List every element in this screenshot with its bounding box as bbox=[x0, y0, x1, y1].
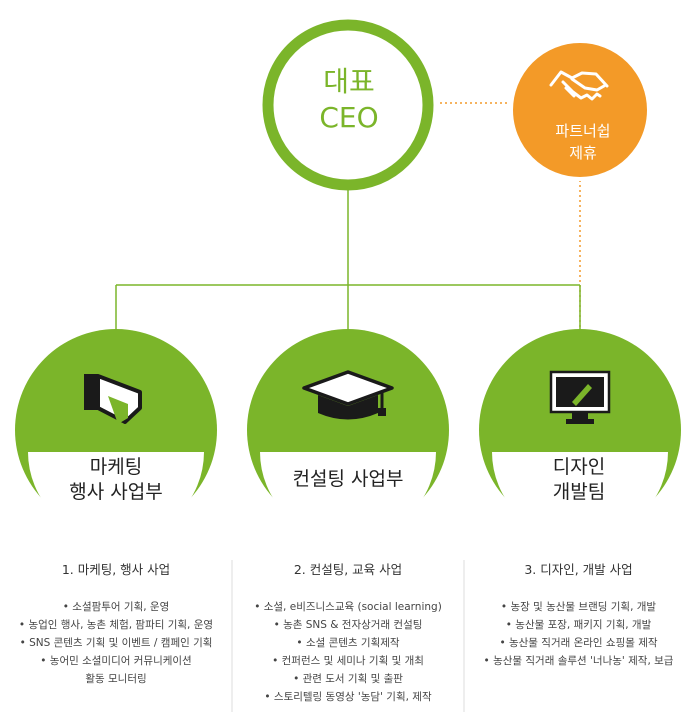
list-item: • 농업인 행사, 농촌 체험, 팜파티 기획, 운영 bbox=[18, 619, 214, 631]
ceo-circle bbox=[262, 19, 434, 191]
division-1-label-panel bbox=[28, 452, 204, 540]
list-item: • 소셜, e비즈니스교육 (social learning) bbox=[254, 601, 442, 613]
list-item: • 스토리텔링 동영상 '농담' 기획, 제작 bbox=[264, 691, 432, 703]
list-item: • 컨퍼런스 및 세미나 기획 및 개최 bbox=[272, 655, 424, 667]
megaphone-icon bbox=[84, 374, 142, 424]
list-item: • 농촌 SNS & 전자상거래 컨설팅 bbox=[273, 619, 423, 631]
list-item: • 소셜팜투어 기획, 운영 bbox=[62, 601, 170, 613]
column-1-list: • 소셜팜투어 기획, 운영 • 농업인 행사, 농촌 체험, 팜파티 기획, … bbox=[0, 598, 232, 688]
division-1-name-line2: 행사 사업부 bbox=[69, 481, 163, 503]
list-item: • 농산물 직거래 솔루션 '너나농' 제작, 보급 bbox=[483, 655, 674, 667]
ceo-title: 대표 bbox=[323, 65, 375, 98]
ceo-label: 대표 CEO bbox=[264, 64, 434, 136]
list-item: 활동 모니터링 bbox=[85, 673, 147, 685]
column-3-title: 3. 디자인, 개발 사업 bbox=[524, 562, 633, 577]
ceo-subtitle: CEO bbox=[319, 101, 379, 134]
column-marketing: 1. 마케팅, 행사 사업 • 소셜팜투어 기획, 운영 • 농업인 행사, 농… bbox=[0, 562, 232, 688]
list-item: • 농장 및 농산물 브랜딩 기획, 개발 bbox=[500, 601, 657, 613]
division-3-label-panel bbox=[492, 452, 668, 540]
column-1-title: 1. 마케팅, 행사 사업 bbox=[61, 562, 171, 577]
division-3-name: 디자인 bbox=[552, 456, 606, 478]
division-3-name-line2: 개발팀 bbox=[552, 481, 606, 503]
division-1-label: 마케팅 행사 사업부 bbox=[26, 455, 206, 505]
partner-circle bbox=[509, 39, 651, 181]
column-design: 3. 디자인, 개발 사업 • 농장 및 농산물 브랜딩 기획, 개발 • 농산… bbox=[464, 562, 693, 670]
division-3-label: 디자인 개발팀 bbox=[489, 455, 669, 505]
partner-subtitle: 제휴 bbox=[569, 144, 597, 162]
division-2-label: 컨설팅 사업부 bbox=[258, 467, 438, 492]
column-3-list: • 농장 및 농산물 브랜딩 기획, 개발 • 농산물 포장, 패키지 기획, … bbox=[464, 598, 693, 670]
division-2-label-panel bbox=[260, 452, 436, 540]
list-item: • 농어민 소셜미디어 커뮤니케이션 bbox=[40, 655, 192, 667]
graduation-cap-icon bbox=[302, 370, 394, 420]
list-item: • SNS 콘텐츠 기획 및 이벤트 / 캠페인 기획 bbox=[19, 637, 213, 649]
list-item: • 농산물 포장, 패키지 기획, 개발 bbox=[505, 619, 652, 631]
partner-label: 파트너쉽 제휴 bbox=[520, 120, 646, 164]
list-item: • 소셜 콘텐츠 기획제작 bbox=[296, 637, 400, 649]
list-item: • 농산물 직거래 온라인 쇼핑몰 제작 bbox=[499, 637, 658, 649]
partner-title: 파트너쉽 bbox=[555, 122, 611, 140]
column-2-list: • 소셜, e비즈니스교육 (social learning) • 농촌 SNS… bbox=[232, 598, 464, 706]
monitor-pen-icon bbox=[549, 370, 611, 424]
column-consulting: 2. 컨설팅, 교육 사업 • 소셜, e비즈니스교육 (social lear… bbox=[232, 562, 464, 706]
column-2-title: 2. 컨설팅, 교육 사업 bbox=[293, 562, 403, 577]
division-2-name: 컨설팅 사업부 bbox=[292, 468, 404, 490]
handshake-icon bbox=[549, 70, 609, 101]
division-1-name: 마케팅 bbox=[89, 456, 143, 478]
list-item: • 관련 도서 기획 및 출판 bbox=[293, 673, 403, 685]
